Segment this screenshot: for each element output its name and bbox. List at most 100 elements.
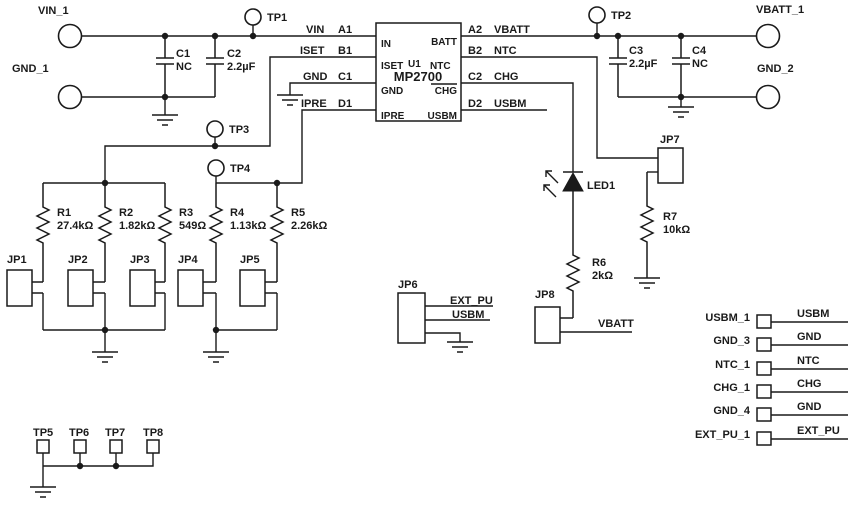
ground-tp-group	[30, 486, 56, 498]
pin-net-gnd: GND	[303, 71, 328, 83]
pad-net-gnd-3: GND	[797, 331, 822, 343]
capacitor-c4-ref: C4	[692, 45, 707, 57]
pad-label-ntc-1: NTC_1	[715, 359, 750, 371]
junction-dot	[677, 93, 685, 101]
jumper-jp8-label: JP8	[535, 289, 555, 301]
junction-dot	[273, 179, 281, 187]
resistor-r3	[157, 183, 173, 282]
connector-pad-usbm-1	[756, 314, 772, 329]
capacitor-c2-value: 2.2µF	[227, 61, 256, 73]
pad-net-ntc: NTC	[797, 355, 820, 367]
capacitor-c4	[672, 36, 690, 97]
led-led1	[543, 170, 584, 198]
jumper-jp1-label: JP1	[7, 254, 27, 266]
ic-pin-name-ntc: NTC	[430, 61, 451, 72]
junction-dot	[161, 93, 169, 101]
wire-ipre-net	[216, 109, 376, 184]
wire-tp5-8-bus	[42, 453, 154, 487]
testpoint-tp4-label: TP4	[230, 163, 251, 175]
wire-ntc-net	[461, 56, 658, 159]
wire-jp4-stubs	[203, 281, 217, 330]
resistor-r4-ref: R4	[230, 207, 245, 219]
ground-symbols	[30, 94, 694, 498]
jumper-jp2-label: JP2	[68, 254, 88, 266]
resistor-r5-value: 2.26kΩ	[291, 220, 328, 232]
wire-jp8-stubs	[560, 317, 632, 333]
pad-label-chg-1: CHG_1	[713, 382, 750, 394]
jumper-jp3-body	[129, 269, 156, 307]
pin-num-d1: D1	[338, 98, 352, 110]
resistor-r2-value: 1.82kΩ	[119, 220, 156, 232]
resistor-r4	[208, 183, 224, 282]
pin-net-iset: ISET	[300, 45, 325, 57]
junction-dot	[101, 326, 109, 334]
pin-num-b1: B1	[338, 45, 352, 57]
wire-gnd-pin	[289, 82, 376, 95]
resistor-r1-ref: R1	[57, 207, 71, 219]
jumper-jp6-label: JP6	[398, 279, 418, 291]
pad-label-gnd-4: GND_4	[713, 405, 751, 417]
terminal-gnd-2	[755, 84, 781, 110]
connector-pad-ext-pu-1	[756, 431, 772, 446]
connector-pad-ntc-1	[756, 361, 772, 376]
terminal-vbatt-1	[755, 23, 781, 49]
pin-net-vbatt: VBATT	[494, 24, 530, 36]
resistor-r2-ref: R2	[119, 207, 133, 219]
terminal-gnd-1	[57, 84, 83, 110]
pad-label-gnd-3: GND_3	[713, 335, 750, 347]
pin-net-ipre: IPRE	[301, 98, 327, 110]
testpoint-tp5-pad	[36, 439, 50, 454]
jumper-jp8-body	[534, 306, 561, 344]
pin-net-usbm: USBM	[494, 98, 526, 110]
testpoint-tp7-pad	[109, 439, 123, 454]
resistor-r7-ref: R7	[663, 211, 677, 223]
pin-num-a1: A1	[338, 24, 352, 36]
ic-refdes: U1	[408, 59, 421, 70]
pad-label-usbm-1: USBM_1	[705, 312, 750, 324]
ground-under-r7	[634, 277, 660, 289]
connector-pad-chg-1	[756, 384, 772, 399]
testpoint-tp8-label: TP8	[143, 427, 163, 439]
ic-pin-name-batt: BATT	[431, 37, 457, 48]
jumper-jp4-body	[177, 269, 204, 307]
capacitor-c1-value: NC	[176, 61, 192, 73]
junction-dot	[101, 179, 109, 187]
jumper-jp2-body	[67, 269, 94, 307]
terminal-gnd-2-label: GND_2	[757, 63, 794, 75]
ic-pin-name-gnd: GND	[381, 86, 403, 97]
ic-body	[375, 22, 462, 122]
testpoint-tp2-circle	[588, 6, 606, 24]
jumper-jp1-body	[6, 269, 33, 307]
testpoint-tp7-label: TP7	[105, 427, 125, 439]
pad-label-ext-pu-1: EXT_PU_1	[695, 429, 750, 441]
connector-pad-gnd-4	[756, 407, 772, 422]
ic-pin-name-chg: CHG	[435, 86, 457, 97]
junction-dot	[212, 326, 220, 334]
resistor-r6	[565, 191, 581, 318]
led-led1-label: LED1	[587, 180, 615, 192]
ground-left-group	[92, 330, 118, 363]
jumper-jp7-body	[657, 147, 684, 184]
capacitor-c4-value: NC	[692, 58, 708, 70]
junction-dot	[614, 32, 622, 40]
junction-dot	[161, 32, 169, 40]
testpoint-tp8-pad	[146, 439, 160, 454]
testpoint-tp2-label: TP2	[611, 10, 631, 22]
resistor-r7-value: 10kΩ	[663, 224, 690, 236]
resistor-r1-value: 27.4kΩ	[57, 220, 94, 232]
pad-net-chg: CHG	[797, 378, 821, 390]
pin-num-b2: B2	[468, 45, 482, 57]
terminal-vin-1-label: VIN_1	[38, 5, 69, 17]
pin-net-ntc: NTC	[494, 45, 517, 57]
connector-pad-gnd-3	[756, 337, 772, 352]
wire-jp5-stubs	[265, 281, 278, 330]
junction-dot	[211, 32, 219, 40]
wire-jp3-stubs	[155, 281, 166, 330]
ic-part-number: MP2700	[394, 69, 442, 84]
wire-chg-net	[461, 82, 574, 172]
wire-jp6-stubs	[425, 305, 493, 342]
resistor-r6-value: 2kΩ	[592, 270, 613, 282]
ic-pin-name-iset: ISET	[381, 61, 403, 72]
